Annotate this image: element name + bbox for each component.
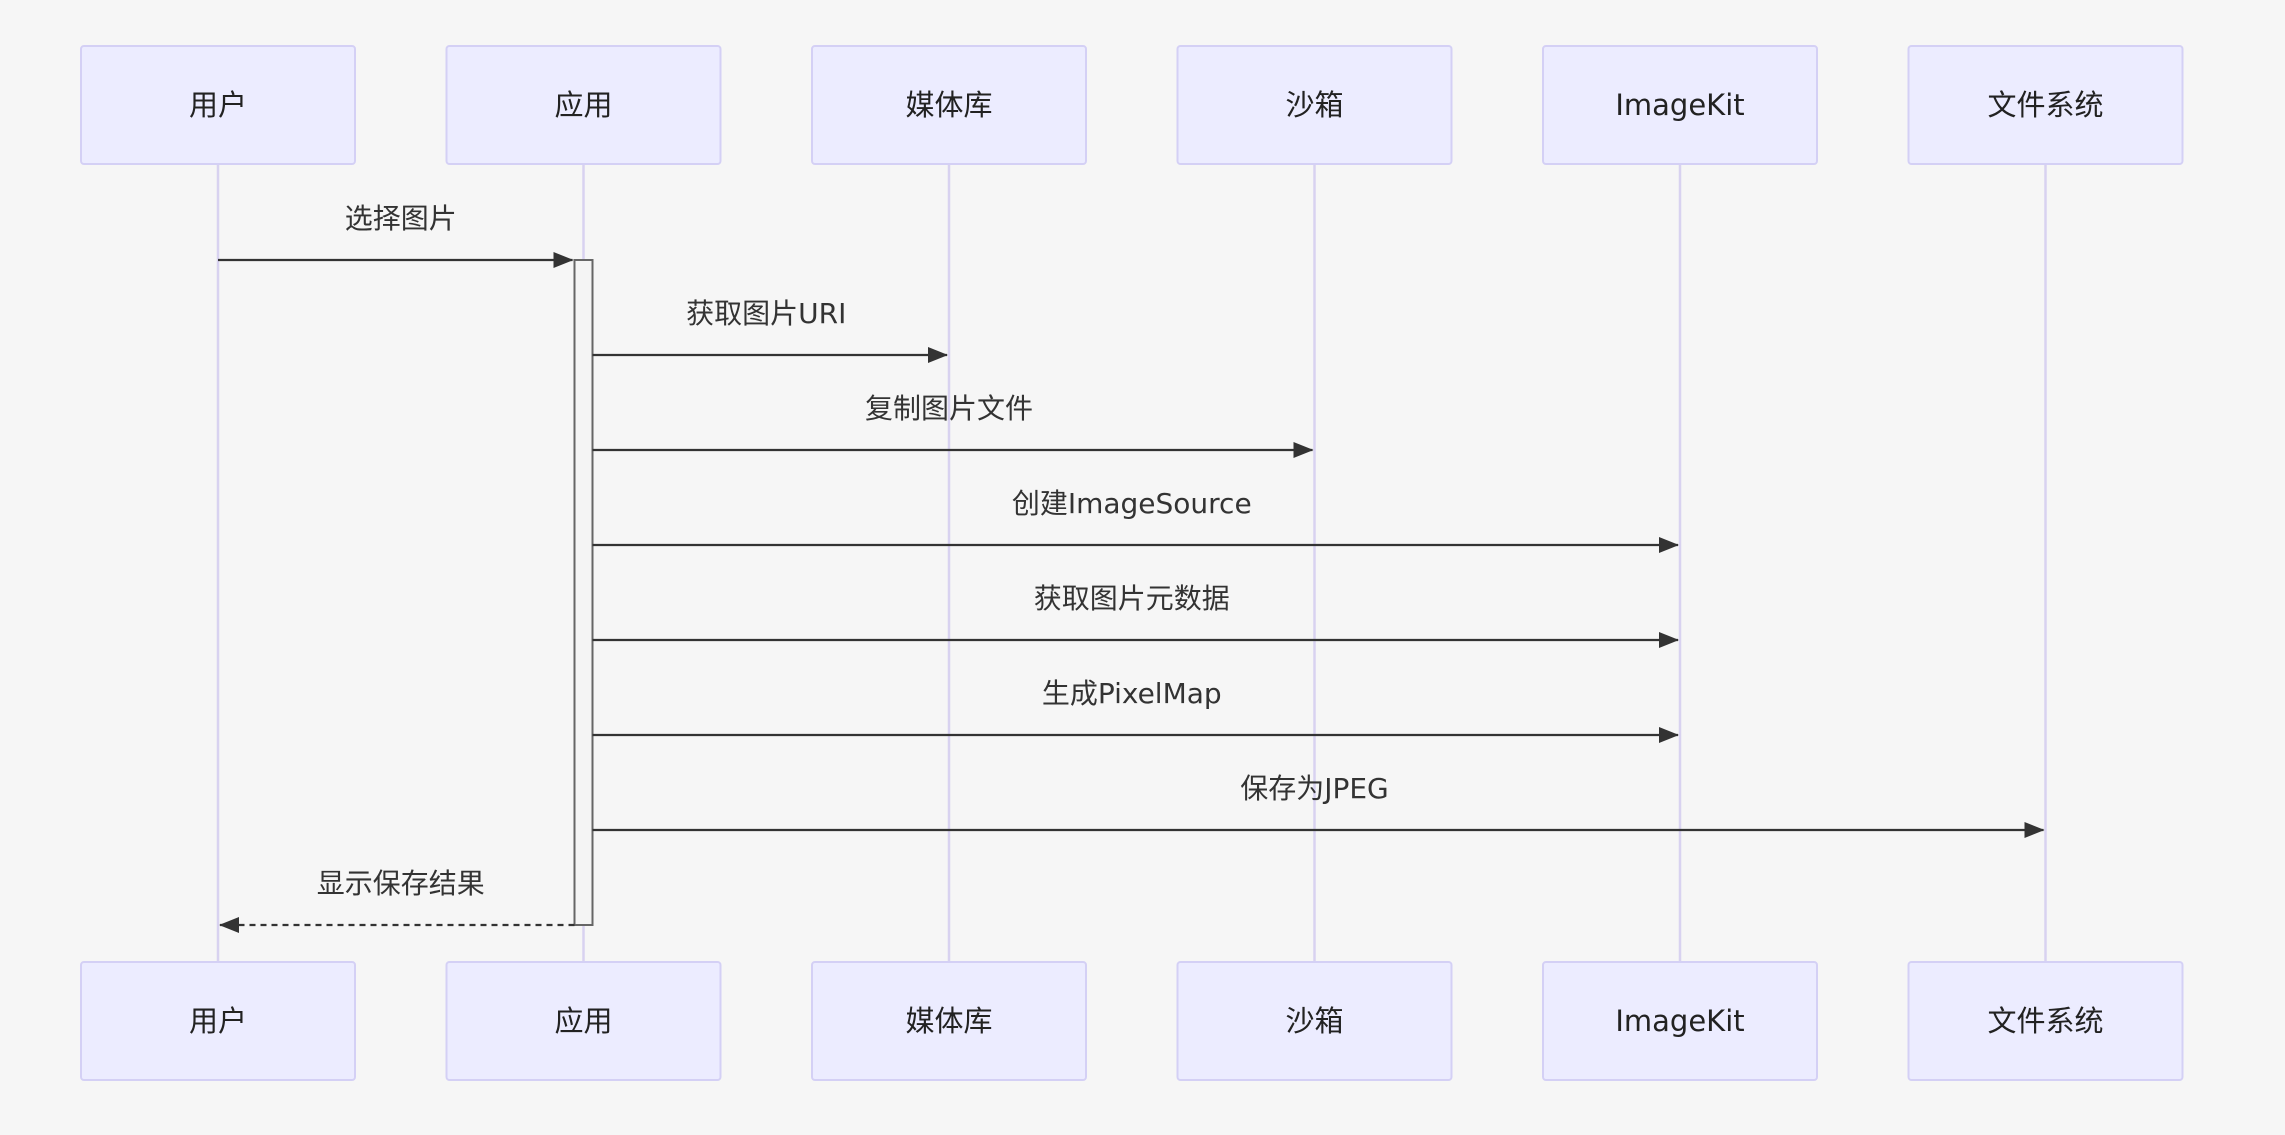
actor-label: 沙箱 (1285, 1004, 1343, 1038)
lifelines (216, 164, 2047, 962)
actors-bottom: 用户 应用 媒体库 沙箱 ImageKit 文件系统 (80, 961, 2184, 1081)
actor-label: ImageKit (1615, 1004, 1744, 1038)
message-label: 获取图片元数据 (1034, 582, 1230, 615)
message-label: 选择图片 (345, 202, 457, 235)
message-label: 保存为JPEG (1240, 772, 1389, 805)
actor-box (1907, 961, 2184, 1081)
actor-media-bottom: 媒体库 (811, 961, 1087, 1081)
actor-fs-bottom: 文件系统 (1907, 961, 2184, 1081)
activations (573, 259, 594, 926)
actors-top: 用户 应用 媒体库 沙箱 ImageKit 文件系统 (80, 45, 2184, 165)
actor-box (445, 961, 722, 1081)
actor-box (1176, 45, 1453, 165)
message-label: 生成PixelMap (1042, 677, 1222, 710)
message-6: 保存为JPEG (592, 772, 2045, 838)
actor-box (445, 45, 722, 165)
message-label: 复制图片文件 (865, 392, 1033, 425)
actor-label: 沙箱 (1285, 88, 1343, 122)
actor-media-top: 媒体库 (811, 45, 1087, 165)
message-2: 复制图片文件 (592, 392, 1314, 458)
actor-imagekit-top: ImageKit (1542, 45, 1818, 165)
actor-box (811, 45, 1087, 165)
message-label: 创建ImageSource (1012, 487, 1252, 520)
actor-box (1542, 961, 1818, 1081)
actor-box (1542, 45, 1818, 165)
actor-label: 应用 (554, 88, 612, 122)
actor-label: ImageKit (1615, 88, 1744, 122)
actor-user-top: 用户 (80, 45, 356, 165)
actor-box (811, 961, 1087, 1081)
actor-user-bottom: 用户 (80, 961, 356, 1081)
actor-box (1907, 45, 2184, 165)
message-1: 获取图片URI (592, 297, 948, 363)
actor-sandbox-top: 沙箱 (1176, 45, 1453, 165)
activation-bar-app (573, 259, 594, 926)
actor-label: 文件系统 (1987, 1004, 2103, 1038)
message-label: 显示保存结果 (317, 867, 485, 900)
message-3: 创建ImageSource (592, 487, 1679, 553)
actor-box (80, 45, 356, 165)
message-5: 生成PixelMap (592, 677, 1679, 743)
actor-app-top: 应用 (445, 45, 722, 165)
actor-box (1176, 961, 1453, 1081)
actor-label: 用户 (189, 1004, 247, 1038)
message-7: 显示保存结果 (219, 867, 575, 933)
message-label: 获取图片URI (686, 297, 846, 330)
actor-sandbox-bottom: 沙箱 (1176, 961, 1453, 1081)
actor-box (80, 961, 356, 1081)
actor-label: 用户 (189, 88, 247, 122)
actor-imagekit-bottom: ImageKit (1542, 961, 1818, 1081)
actor-fs-top: 文件系统 (1907, 45, 2184, 165)
actor-label: 应用 (554, 1004, 612, 1038)
message-0: 选择图片 (218, 202, 574, 268)
message-4: 获取图片元数据 (592, 582, 1679, 648)
actor-label: 媒体库 (905, 1004, 992, 1038)
actor-app-bottom: 应用 (445, 961, 722, 1081)
actor-label: 文件系统 (1987, 88, 2103, 122)
actor-label: 媒体库 (905, 88, 992, 122)
